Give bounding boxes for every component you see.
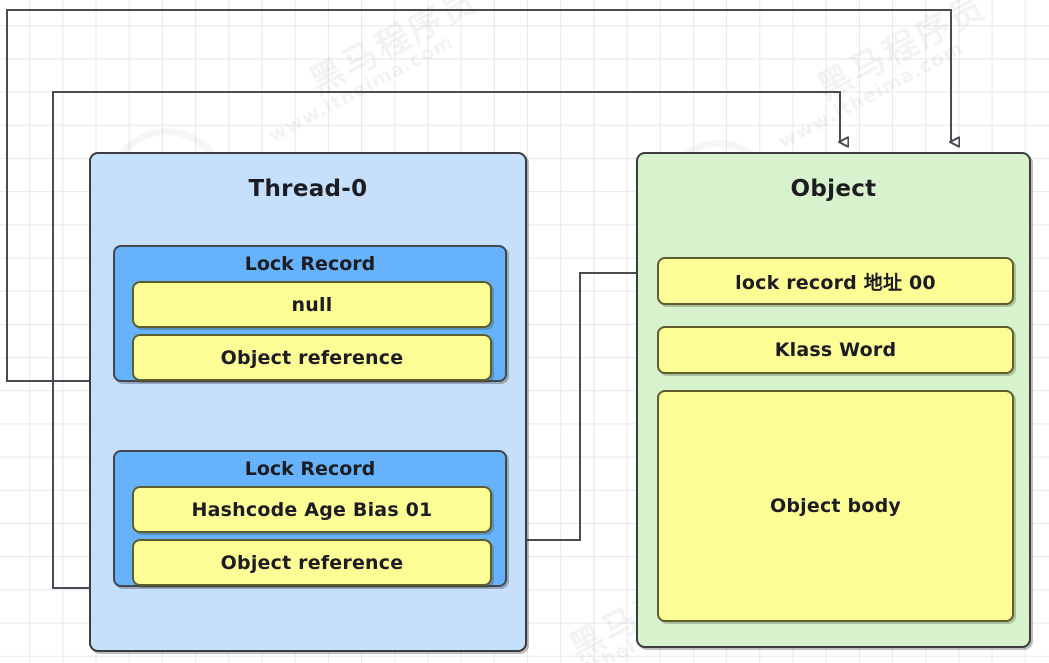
lock-record-1-slot-1-label: null	[291, 293, 333, 316]
edge-lockaddr-to-lockrecord2	[517, 272, 655, 540]
lock-record-1[interactable]: Lock Record null Object reference	[113, 245, 507, 382]
watermark-cn-2: 黑马程序员	[811, 0, 994, 109]
thread-panel[interactable]: Thread-0 Lock Record null Object referen…	[89, 152, 527, 652]
object-slot-lock-record-addr[interactable]: lock record 地址 00	[657, 257, 1014, 305]
lock-record-1-slot-2[interactable]: Object reference	[132, 334, 492, 381]
object-slot-object-body-label: Object body	[770, 495, 901, 517]
watermark-cn-1: 黑马程序员	[303, 0, 486, 103]
object-slot-object-body[interactable]: Object body	[657, 390, 1014, 622]
object-slot-klass-word-label: Klass Word	[774, 339, 897, 361]
lock-record-1-slot-1[interactable]: null	[132, 281, 492, 328]
watermark-en-2: www.itheima.com	[774, 36, 968, 154]
lock-record-2-slot-2[interactable]: Object reference	[132, 539, 492, 586]
lock-record-2-title: Lock Record	[244, 458, 376, 480]
lock-record-2[interactable]: Lock Record Hashcode Age Bias 01 Object …	[113, 450, 507, 587]
lock-record-2-slot-1[interactable]: Hashcode Age Bias 01	[132, 486, 492, 533]
lock-record-1-slot-2-label: Object reference	[220, 346, 404, 369]
watermark-en-1: www.itheima.com	[264, 30, 458, 148]
object-panel-title: Object	[790, 176, 877, 202]
lock-record-2-slot-1-label: Hashcode Age Bias 01	[191, 498, 433, 521]
thread-panel-title: Thread-0	[248, 176, 368, 202]
object-slot-lock-record-addr-label: lock record 地址 00	[735, 271, 936, 294]
object-panel[interactable]: Object lock record 地址 00 Klass Word Obje…	[636, 152, 1031, 648]
lock-record-1-title: Lock Record	[244, 253, 376, 275]
lock-record-2-slot-2-label: Object reference	[220, 551, 404, 574]
object-slot-klass-word[interactable]: Klass Word	[657, 326, 1014, 374]
